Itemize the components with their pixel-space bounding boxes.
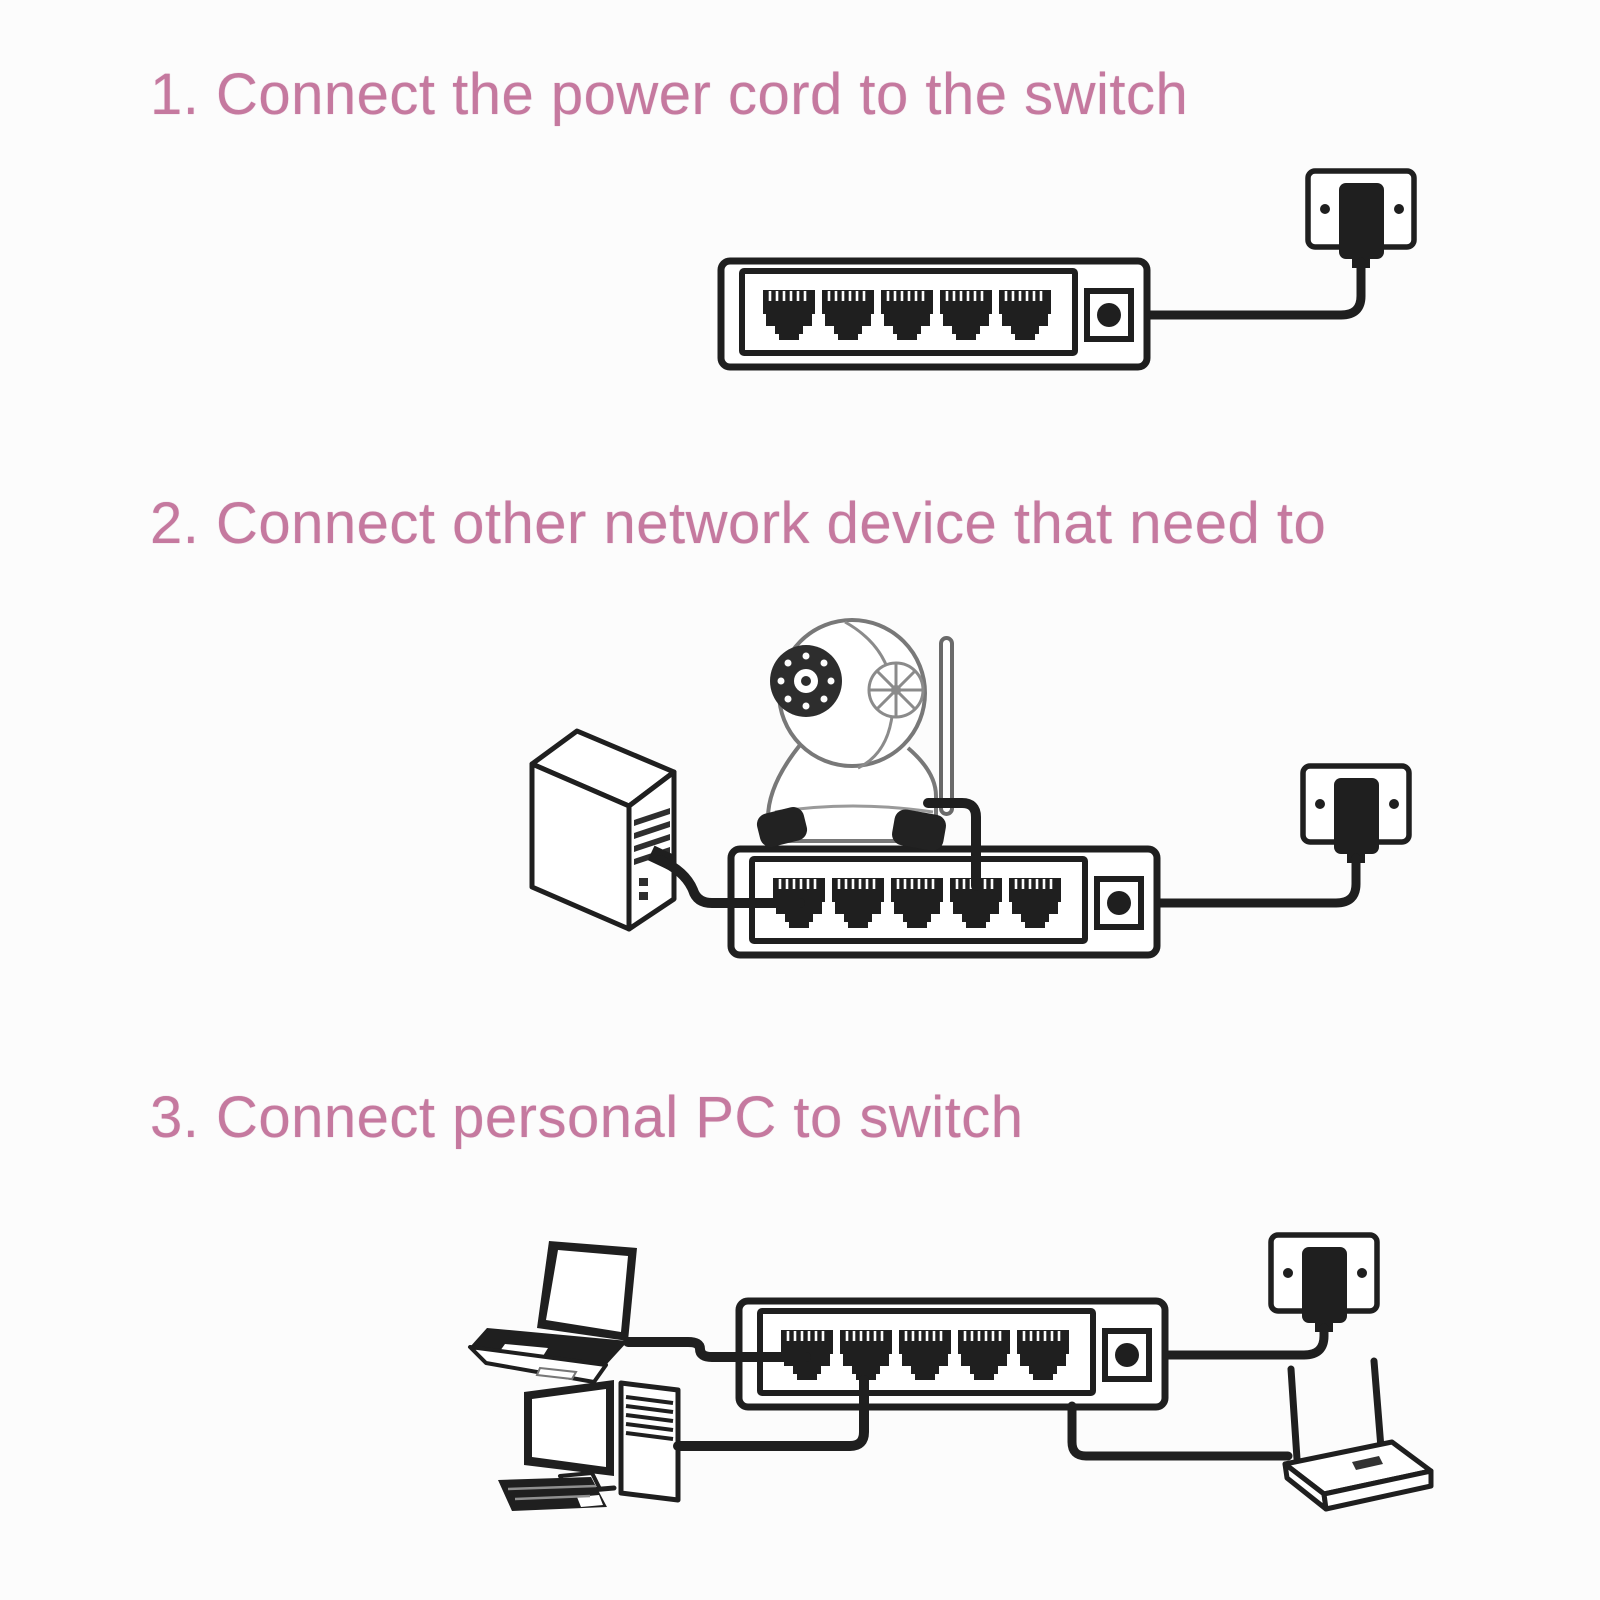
step-3-heading: 3. Connect personal PC to switch [150, 1085, 1024, 1150]
pc-to-switch-cable [655, 855, 805, 908]
step-1-heading: 1. Connect the power cord to the switch [150, 62, 1189, 127]
wall-outlet-adapter-3 [1271, 1235, 1377, 1332]
step-2-illustration [529, 618, 1409, 955]
router-antenna-left [1287, 1365, 1301, 1463]
desktop-pc-illustration [498, 1380, 681, 1511]
camera-side-wheel [867, 661, 925, 719]
power-cord-3 [1122, 1323, 1329, 1360]
laptop-illustration [468, 1241, 637, 1384]
switch-to-router-cable [1067, 1401, 1293, 1461]
ip-camera-illustration [756, 618, 954, 851]
camera-lens [770, 645, 842, 717]
desktop-to-switch-cable [673, 1375, 869, 1451]
laptop-to-switch-cable [623, 1337, 811, 1362]
step-3-illustration [468, 1235, 1434, 1512]
power-cord-1 [1104, 257, 1366, 320]
camera-to-switch-cable [923, 798, 981, 891]
power-cord-2 [1114, 853, 1361, 908]
router-antenna-right [1370, 1357, 1385, 1452]
step-1-illustration [721, 171, 1414, 367]
wall-outlet-adapter-1 [1308, 171, 1414, 268]
wifi-router-illustration [1282, 1357, 1434, 1512]
step-2-heading: 2. Connect other network device that nee… [150, 491, 1327, 556]
pc-tower-illustration [529, 728, 677, 932]
wall-outlet-adapter-2 [1303, 766, 1409, 863]
network-switch-1 [721, 261, 1147, 367]
